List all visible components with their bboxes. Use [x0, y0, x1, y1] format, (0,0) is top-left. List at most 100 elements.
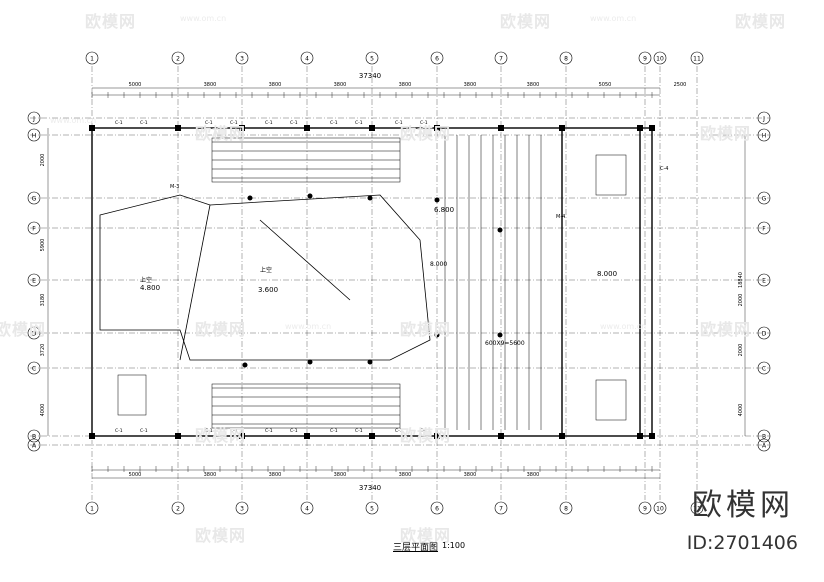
- axis-bubble-row: [757, 429, 771, 443]
- window-tag: C-1: [115, 120, 123, 126]
- axis-label-col: 1: [90, 56, 94, 63]
- axis-label-row: G: [762, 196, 767, 203]
- dim-label: 5900: [40, 239, 46, 252]
- axis-label-col: 3: [240, 506, 244, 513]
- axis-bubble-row: [757, 191, 771, 205]
- column: [89, 125, 95, 131]
- axis-label-col: 3: [240, 56, 244, 63]
- dim-label: 3800: [204, 82, 217, 88]
- column: [239, 433, 245, 439]
- dim-label: 2500: [674, 82, 687, 88]
- axis-label-col: 11: [693, 56, 701, 63]
- column: [637, 125, 643, 131]
- watermark: 欧模网: [85, 12, 137, 31]
- axis-label-col: 7: [499, 56, 503, 63]
- axis-label-row: H: [762, 133, 767, 140]
- column: [242, 362, 248, 368]
- window-c4: C-4: [660, 166, 668, 172]
- column: [247, 195, 253, 201]
- column: [307, 193, 313, 199]
- axis-bubble-col: [653, 51, 667, 65]
- column: [175, 125, 181, 131]
- dim-label: 18840: [738, 272, 744, 288]
- axis-bubble-row: [757, 326, 771, 340]
- axis-label-row: E: [762, 278, 766, 285]
- column: [434, 197, 440, 203]
- door-m4: M-4: [556, 214, 565, 220]
- axis-bubble-col: [653, 501, 667, 515]
- axis-bubble-row: [757, 128, 771, 142]
- axis-bubble-row: [27, 191, 41, 205]
- elevation-d: 8.000: [597, 270, 617, 278]
- room-label-b: 上空: [260, 266, 272, 274]
- axis-label-col: 9: [643, 506, 647, 513]
- axis-label-row: D: [762, 331, 767, 338]
- dim-label: 4000: [738, 404, 744, 417]
- auditorium-outline: [99, 194, 431, 361]
- axis-label-row: F: [762, 226, 766, 233]
- watermark: 欧模网: [700, 320, 752, 339]
- seating-rows: [211, 135, 542, 430]
- column: [175, 433, 181, 439]
- window-tag: C-1: [265, 120, 273, 126]
- axis-bubble-col: [85, 501, 99, 515]
- axis-bubble-col: [300, 501, 314, 515]
- axis-label-row: C: [762, 366, 766, 373]
- column: [497, 227, 503, 233]
- window-tag: C-1: [230, 428, 238, 434]
- window-tag: C-1: [290, 428, 298, 434]
- drawing-title: 三层平面图: [393, 543, 439, 553]
- axis-bubble-row: [27, 273, 41, 287]
- column: [89, 433, 95, 439]
- axis-bubble-row: [27, 221, 41, 235]
- axis-bubble-col: [494, 51, 508, 65]
- dim-label: 3800: [399, 472, 412, 478]
- watermark: 欧模网: [500, 12, 552, 31]
- axis-bubble-row: [757, 221, 771, 235]
- watermark-url: www.om.cn: [180, 14, 227, 23]
- axis-label-col: 2: [176, 56, 180, 63]
- window-tag: C-1: [290, 120, 298, 126]
- dim-label: 3800: [527, 472, 540, 478]
- axis-label-col: 10: [656, 506, 664, 513]
- column: [369, 433, 375, 439]
- axis-bubble-col: [690, 51, 704, 65]
- dim-label: 2000: [738, 344, 744, 357]
- dim-label: 5000: [129, 472, 142, 478]
- dim-label: 3720: [40, 344, 46, 357]
- watermark: 欧模网: [735, 12, 787, 31]
- axis-label-col: 4: [305, 56, 309, 63]
- elevation-c: 6.800: [434, 206, 454, 214]
- column: [497, 332, 503, 338]
- watermark-url: www.om.cn: [590, 14, 637, 23]
- door-m3: M-3: [170, 184, 179, 190]
- column: [434, 332, 440, 338]
- axis-label-row: G: [32, 196, 37, 203]
- axis-label-row: J: [32, 116, 35, 123]
- axis-bubble-row: [27, 361, 41, 375]
- dim-label: 2000: [40, 154, 46, 167]
- drawing-scale: 1:100: [442, 541, 466, 550]
- dim-label: 3800: [527, 82, 540, 88]
- axis-label-row: C: [32, 366, 36, 373]
- axis-label-row: J: [762, 116, 765, 123]
- window-tag: C-1: [330, 428, 338, 434]
- axis-bubble-row: [757, 438, 771, 452]
- axis-label-col: 7: [499, 506, 503, 513]
- window-tag: C-1: [420, 428, 428, 434]
- axis-bubble-col: [235, 501, 249, 515]
- axis-bubble-col: [638, 51, 652, 65]
- axis-bubble-col: [85, 51, 99, 65]
- room-label-a: 上空: [140, 276, 152, 284]
- brand-id: ID:2701406: [686, 532, 798, 554]
- axis-bubble-col: [171, 501, 185, 515]
- watermark: 欧模网: [400, 124, 452, 143]
- axis-bubble-col: [235, 51, 249, 65]
- dim-label: 3800: [464, 82, 477, 88]
- elevation-e: 8.000: [430, 261, 447, 268]
- overall-dim-top: 37340: [359, 72, 381, 80]
- axis-bubble-row: [27, 429, 41, 443]
- dim-label: 3800: [464, 472, 477, 478]
- watermark: 欧模网: [700, 124, 752, 143]
